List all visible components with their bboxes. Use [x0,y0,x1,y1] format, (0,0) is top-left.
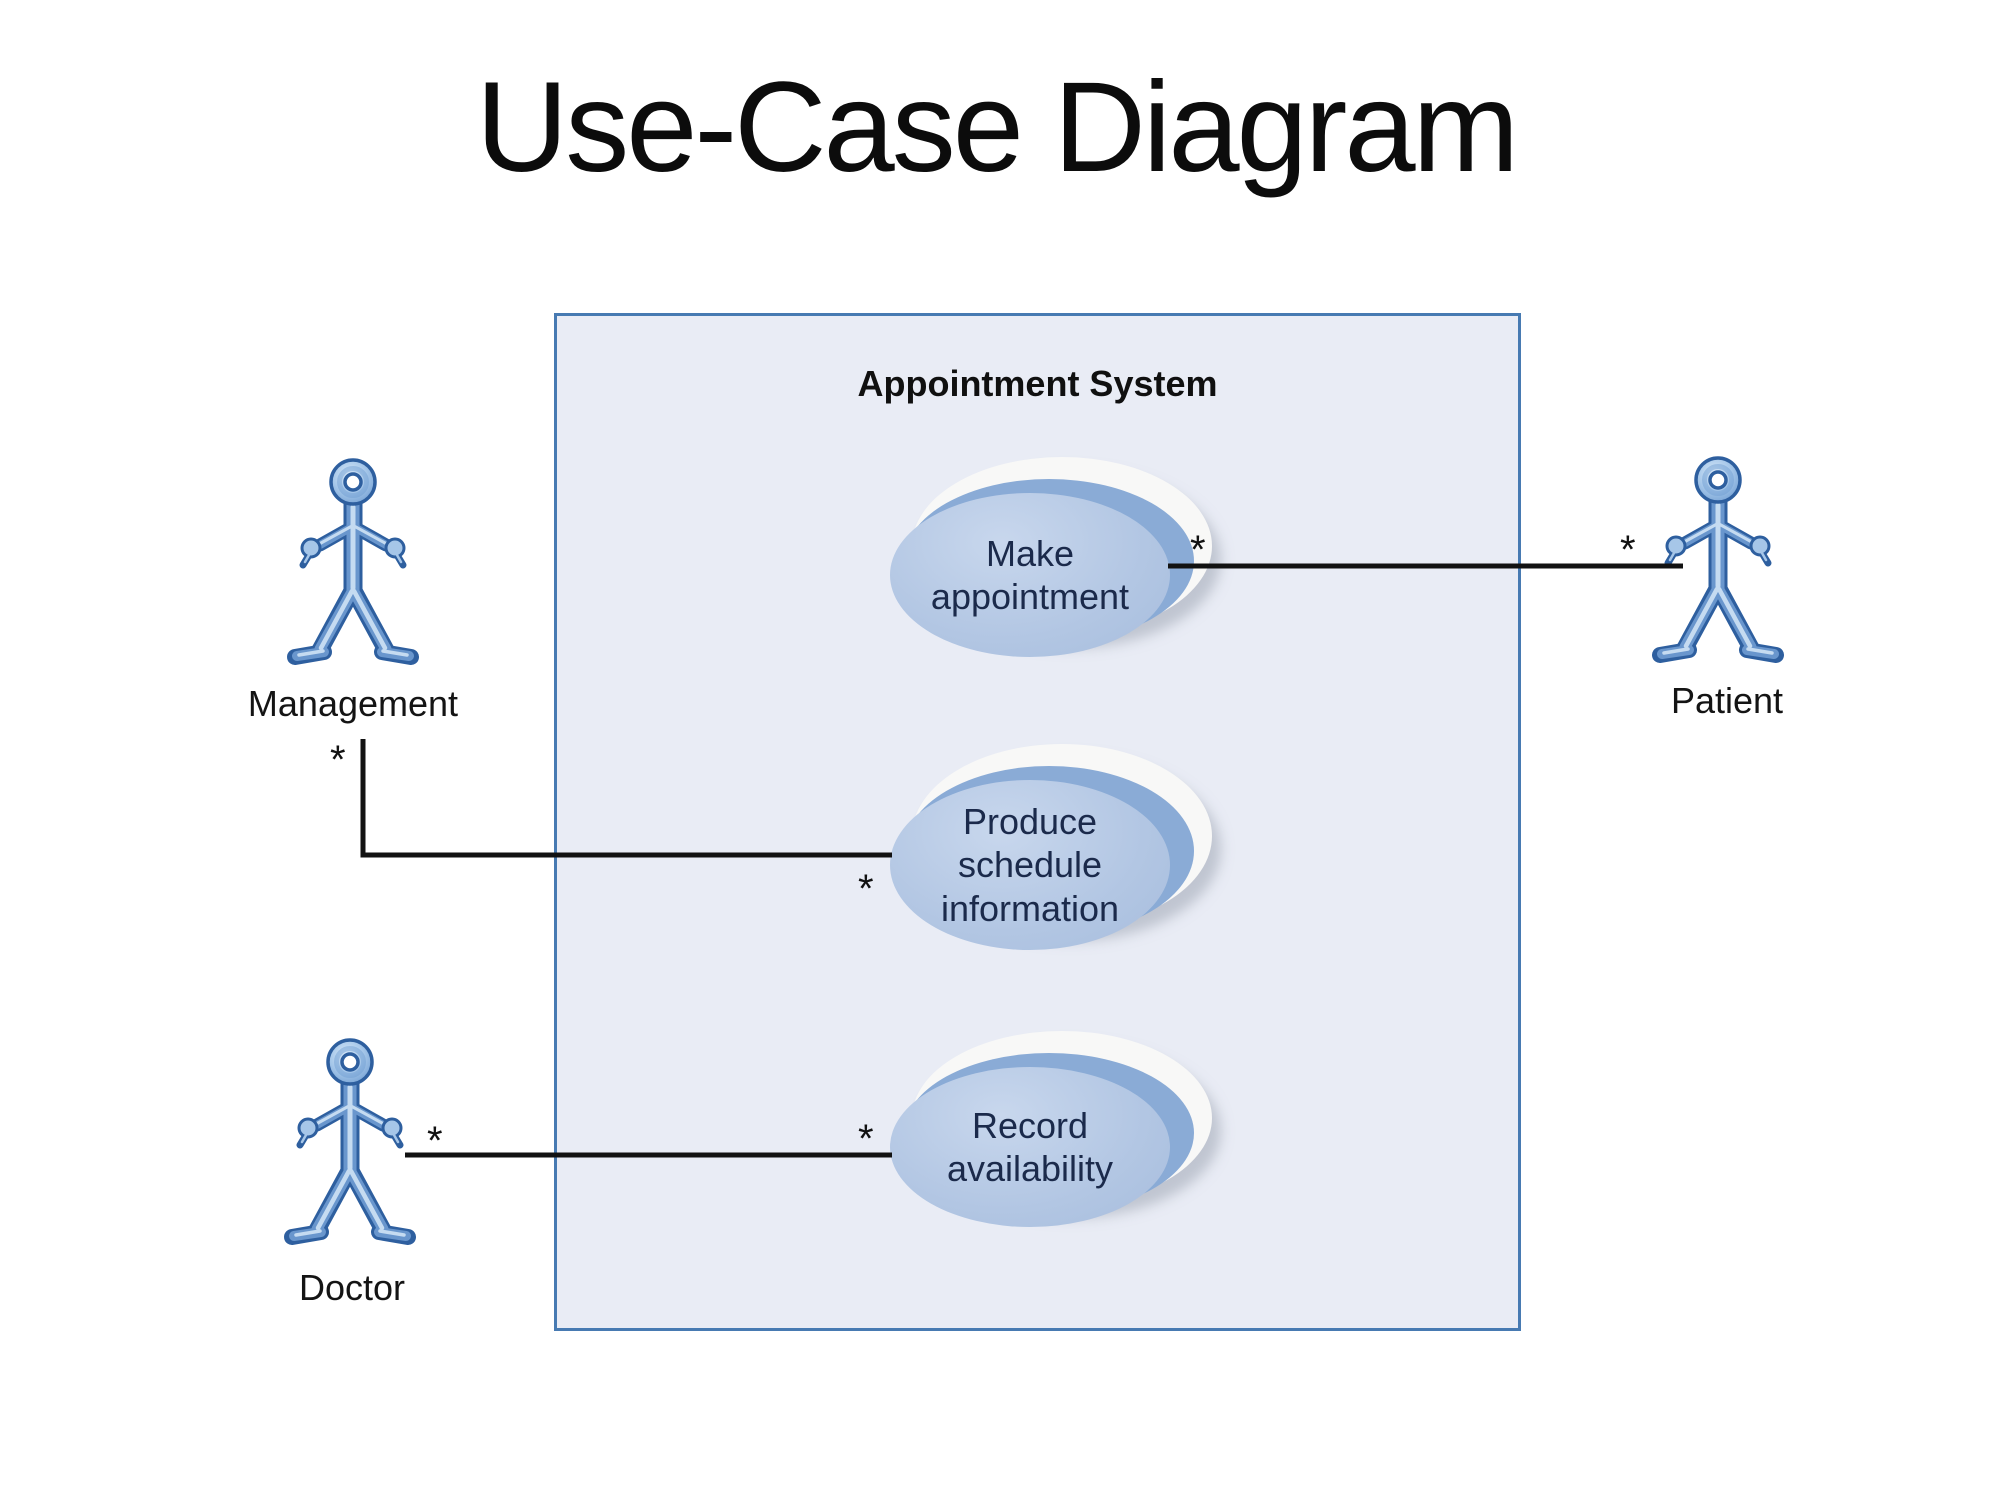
usecase-label: Record availability [946,1104,1114,1189]
usecase-ellipse: Produce schedule information [890,780,1170,950]
actor-doctor-icon [275,1032,425,1262]
page-title: Use-Case Diagram [475,56,1519,199]
usecase-ellipse: Make appointment [890,493,1170,657]
multiplicity-label: * [330,738,346,782]
multiplicity-label: * [1620,528,1636,572]
usecase-record-availability: Record availability [890,1031,1212,1227]
actor-doctor-label: Doctor [298,1267,406,1308]
multiplicity-label: * [858,867,874,911]
actor-patient-icon [1643,450,1793,680]
usecase-make-appointment: Make appointment [890,457,1212,657]
multiplicity-label: * [858,1117,874,1161]
multiplicity-label: * [1190,528,1206,572]
usecase-ellipse: Record availability [890,1067,1170,1227]
usecase-label: Make appointment [930,532,1130,617]
actor-management-label: Management [247,683,459,724]
usecase-produce-schedule-information: Produce schedule information [890,744,1212,950]
system-boundary-label: Appointment System [857,363,1218,404]
usecase-label: Produce schedule information [940,801,1120,929]
actor-patient-label: Patient [1670,680,1784,721]
actor-management-icon [278,452,428,682]
multiplicity-label: * [427,1119,443,1163]
